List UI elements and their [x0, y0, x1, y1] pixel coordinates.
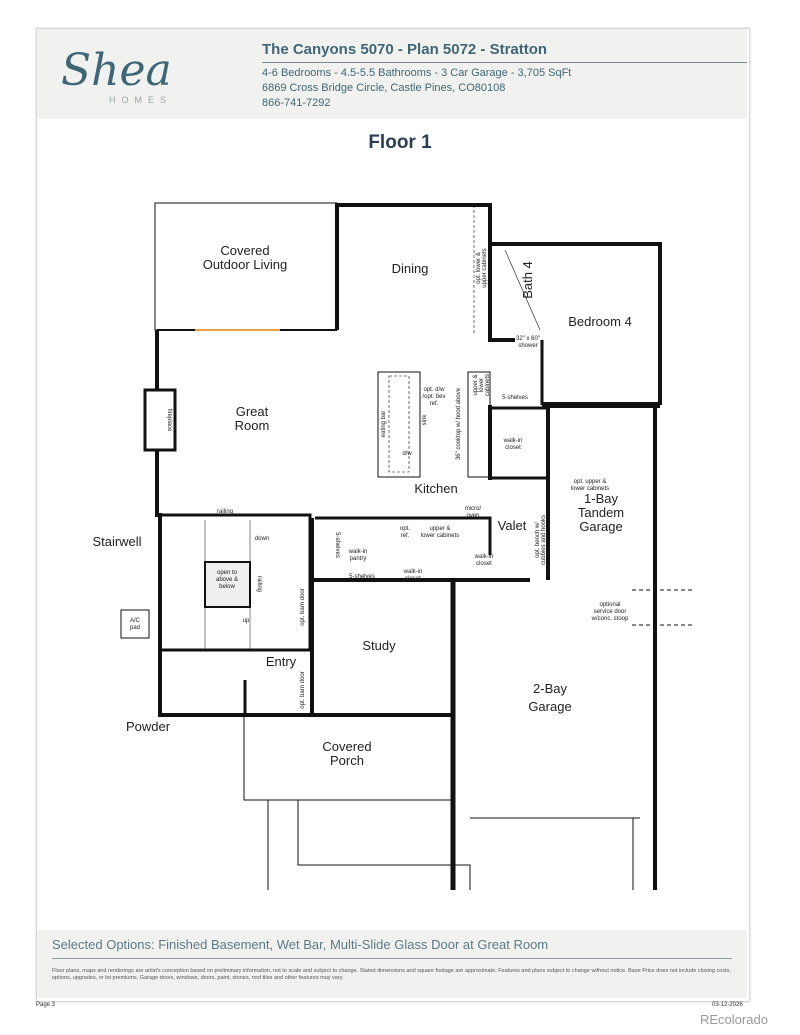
- room-bedroom4: Bedroom 4: [568, 314, 632, 329]
- note-barn-door: opt. barn door: [300, 588, 306, 625]
- room-bath4: Bath 4: [520, 261, 535, 299]
- room-tandem-garage: 1-Bay: [584, 491, 618, 506]
- svg-text:HOMES: HOMES: [109, 95, 172, 105]
- note-opt-upper-lower-2: lower cabinets: [571, 486, 609, 492]
- note-dining-cabinets: opt. lower &: [476, 252, 482, 284]
- note-service-door-3: w/conc. stoop: [591, 616, 629, 622]
- note-railing: railing: [217, 509, 233, 515]
- note-up: up: [243, 618, 250, 624]
- plan-title: The Canyons 5070 - Plan 5072 - Stratton: [262, 41, 548, 58]
- note-closet-3b: closet: [476, 561, 492, 567]
- note-shower: 32" x 60": [516, 336, 540, 342]
- disclaimer: Floor plans, maps and renderings are art…: [52, 968, 731, 981]
- svg-text:Shea: Shea: [61, 45, 172, 96]
- note-open-to-2: above &: [216, 577, 238, 583]
- note-upper-lower-cab: upper &: [429, 526, 450, 532]
- note-shower-2: shower: [518, 343, 537, 349]
- note-open-to: open to: [217, 570, 238, 576]
- shea-homes-logo: Shea HOMES: [61, 45, 172, 105]
- note-pantry-shelves-2: 5-shelves: [334, 532, 340, 558]
- note-upper-lower-cab-2: lower cabinets: [421, 533, 459, 539]
- note-upper-lower: upper &: [473, 374, 479, 395]
- floor-title: Floor 1: [368, 132, 432, 153]
- room-study: Study: [362, 638, 396, 653]
- note-walkin-closet: walk-in: [503, 438, 523, 444]
- note-sink: sink: [422, 414, 428, 426]
- room-kitchen: Kitchen: [414, 481, 457, 496]
- note-fireplace: fireplace: [166, 409, 172, 432]
- divider: [52, 958, 732, 959]
- note-service-door: optional: [599, 602, 620, 608]
- divider: [262, 62, 747, 63]
- room-entry: Entry: [266, 654, 297, 669]
- note-railing-2: railing: [256, 576, 262, 592]
- print-date: 03-12-2026: [712, 1002, 743, 1008]
- note-walkin-closet-2: closet: [505, 445, 521, 451]
- room-valet: Valet: [498, 518, 527, 533]
- watermark: REcolorado: [700, 1012, 768, 1027]
- room-tandem-garage-2: Tandem: [578, 505, 624, 520]
- note-down: down: [255, 536, 269, 542]
- address: 6869 Cross Bridge Circle, Castle Pines, …: [262, 82, 506, 94]
- room-tandem-garage-3: Garage: [579, 519, 622, 534]
- note-bench-2: cubbies and hooks: [541, 515, 547, 565]
- note-service-door-2: service door: [594, 609, 627, 615]
- note-bench: opt. bench w/: [535, 522, 541, 558]
- note-pantry-shelves: 5-shelves: [349, 574, 375, 580]
- room-covered-outdoor-living: Covered: [220, 243, 269, 258]
- note-eating-bar: eating bar: [381, 411, 387, 438]
- note-opt-ref: opt.: [400, 526, 410, 532]
- room-garage: 2-Bay: [533, 681, 567, 696]
- selected-options: Selected Options: Finished Basement, Wet…: [52, 937, 549, 952]
- plan-notes: fireplace opt. lower & upper cabinets 32…: [130, 248, 629, 708]
- note-ac-pad: A/C: [130, 618, 141, 624]
- room-garage-2: Garage: [528, 699, 571, 714]
- note-dining-cabinets-2: upper cabinets: [482, 248, 488, 287]
- note-upper-lower-3: cabinets: [485, 374, 491, 396]
- note-dw-2: /opt. bev: [422, 394, 445, 400]
- note-dw-3: ref.: [430, 401, 439, 407]
- note-micro-oven-2: oven: [466, 513, 479, 519]
- plan-specs: 4-6 Bedrooms - 4.5-5.5 Bathrooms - 3 Car…: [262, 67, 572, 79]
- header: Shea HOMES The Canyons 5070 - Plan 5072 …: [37, 29, 747, 119]
- phone: 866-741-7292: [262, 97, 331, 109]
- note-opt-ref-2: ref.: [401, 533, 410, 539]
- note-opt-upper-lower: opt. upper &: [574, 479, 607, 485]
- note-cooktop: 36" cooktop w/ hood above: [456, 387, 462, 460]
- note-open-to-3: below: [219, 584, 235, 590]
- note-upper-lower-2: lower: [479, 378, 485, 392]
- room-dining: Dining: [392, 261, 429, 276]
- room-covered-outdoor-living-2: Outdoor Living: [203, 257, 288, 272]
- note-barn-door-2: opt. barn door: [300, 671, 306, 708]
- walls: [120, 202, 695, 890]
- page-number: Page 3: [36, 1002, 56, 1008]
- room-great-room-2: Room: [235, 418, 270, 433]
- room-covered-porch-2: Porch: [330, 753, 364, 768]
- note-micro-oven: micro/: [465, 506, 482, 512]
- note-shelves: 5-shelves: [502, 395, 528, 401]
- room-labels: Covered Outdoor Living Dining Bath 4 Bed…: [92, 243, 631, 768]
- note-ac-pad-2: pad: [130, 625, 140, 631]
- footer: Selected Options: Finished Basement, Wet…: [37, 930, 747, 998]
- note-closet-2: walk-in: [403, 569, 423, 575]
- note-walkin-pantry-2: pantry: [350, 556, 367, 562]
- note-closet-2b: closet: [405, 576, 421, 582]
- note-dw: opt. d/w: [423, 387, 445, 393]
- room-covered-porch: Covered: [322, 739, 371, 754]
- note-dw2: d/w: [402, 451, 412, 457]
- room-great-room: Great: [236, 404, 269, 419]
- room-stairwell: Stairwell: [92, 534, 141, 549]
- room-powder: Powder: [126, 719, 171, 734]
- note-closet-3: walk-in: [474, 554, 494, 560]
- note-walkin-pantry: walk-in: [348, 549, 368, 555]
